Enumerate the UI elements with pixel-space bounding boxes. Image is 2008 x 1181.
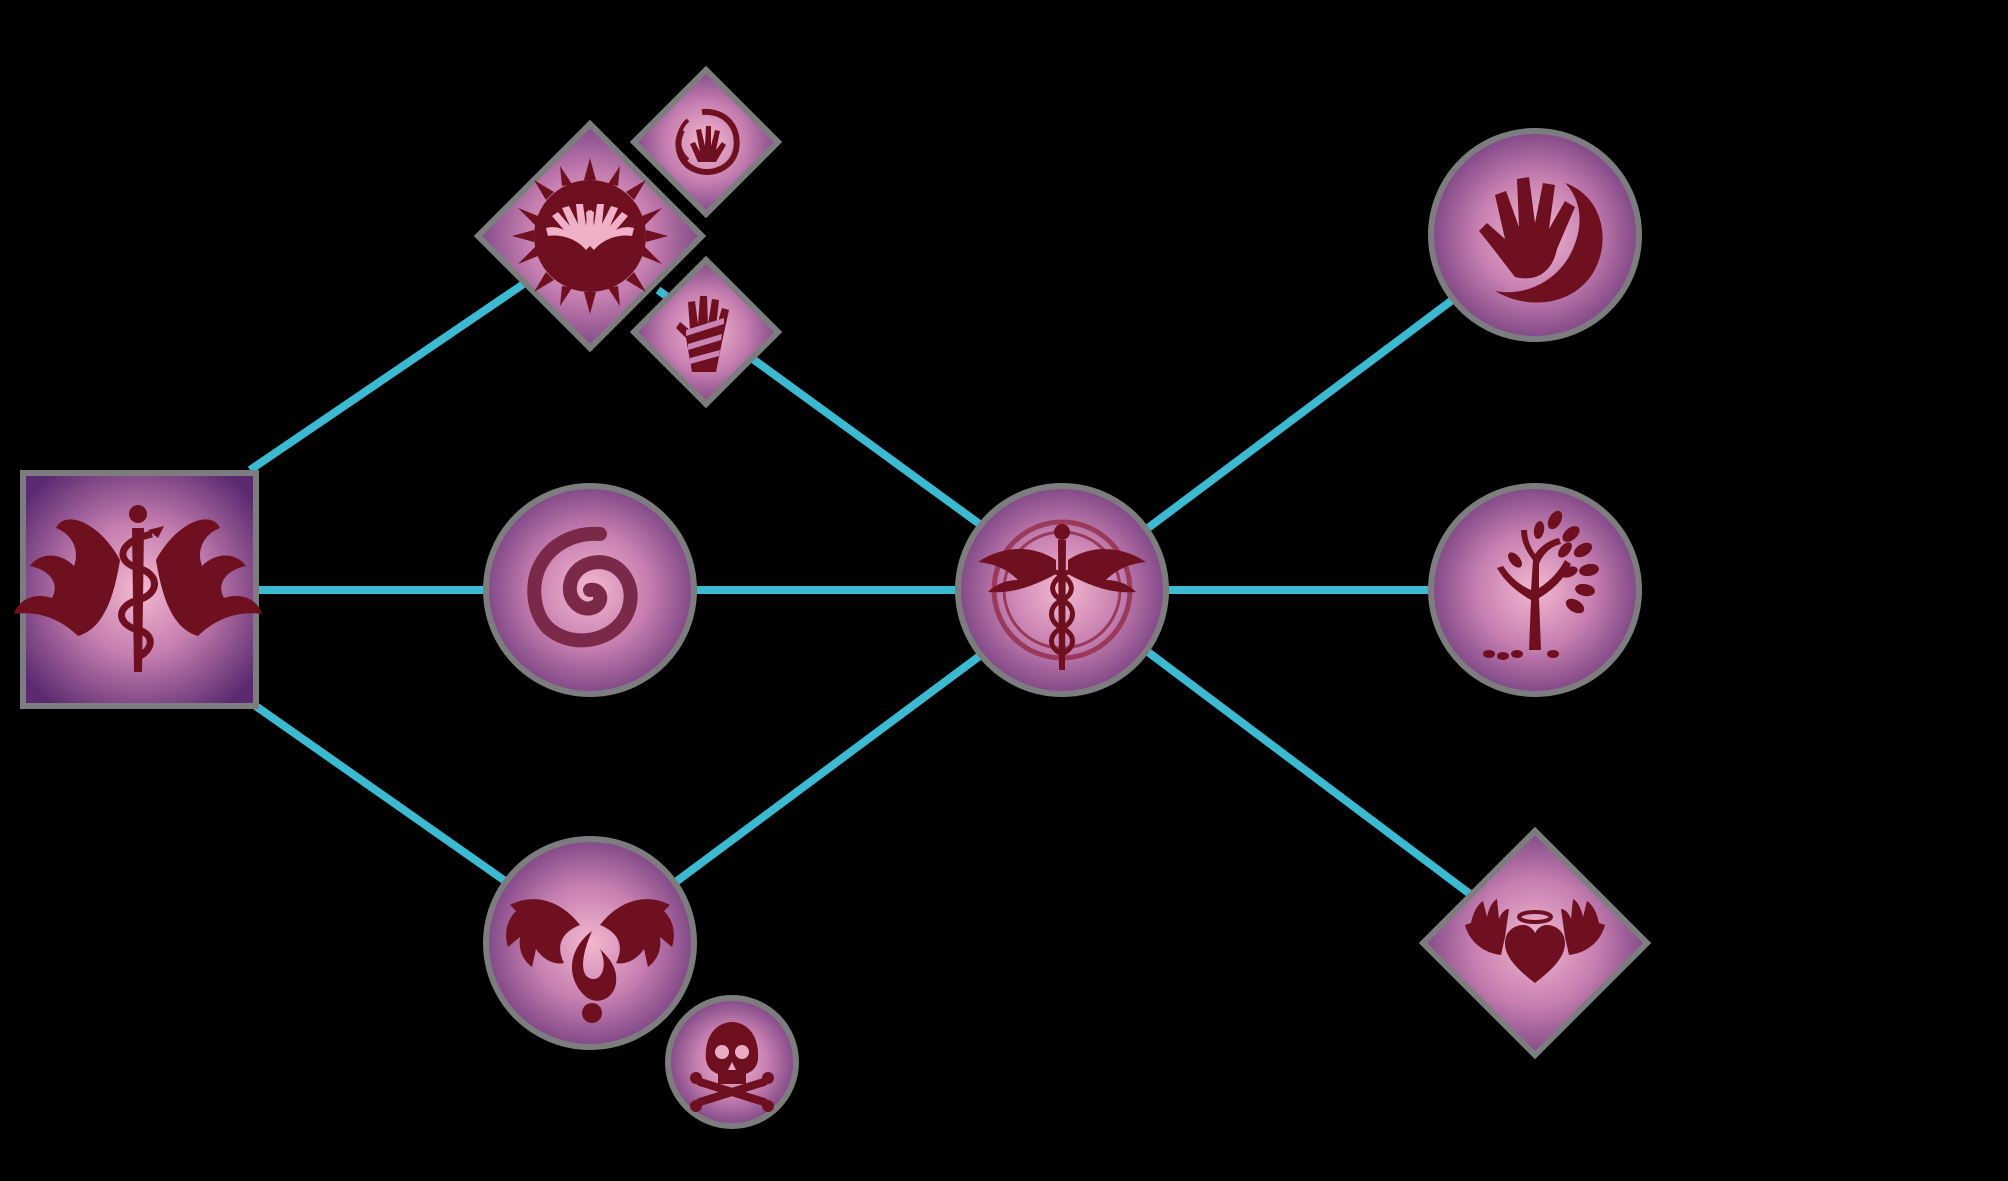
skill-node-hub[interactable] (955, 483, 1169, 697)
winged-heart-halo-icon (1465, 899, 1605, 983)
spiral-icon (527, 526, 638, 648)
skill-node-upper-branch[interactable] (473, 119, 707, 353)
radiant-hands-icon (512, 158, 668, 314)
claws-flame-icon (506, 899, 674, 1023)
skull-crossbones-icon (690, 1022, 774, 1112)
skill-node-mid-right[interactable] (1428, 483, 1642, 697)
skill-node-root[interactable] (14, 470, 262, 709)
connector-lower-hub (670, 648, 988, 888)
bandaged-hand-icon (676, 296, 729, 372)
hand-crescent-icon (1479, 177, 1603, 303)
hand-swirl-icon (675, 108, 740, 175)
connector-root-lower (247, 698, 511, 887)
skill-node-top-right[interactable] (1428, 128, 1642, 342)
caduceus-icon (978, 519, 1146, 670)
skill-node-lower-branch[interactable] (483, 836, 697, 1050)
connector-hub-bottom-right (1145, 648, 1473, 898)
node-frame (483, 836, 697, 1050)
rod-of-asclepius-wings-icon (14, 505, 262, 672)
skill-node-middle-branch[interactable] (483, 483, 697, 697)
connectors (247, 279, 1473, 898)
skill-node-upper-mod-a[interactable] (629, 65, 783, 219)
tree-icon (1483, 510, 1599, 660)
skill-node-upper-mod-b[interactable] (629, 255, 783, 409)
skill-node-lower-mod[interactable] (665, 995, 799, 1129)
skill-node-bottom-right[interactable] (1418, 826, 1652, 1060)
connector-root-upper (247, 279, 528, 474)
connector-hub-top-right (1145, 294, 1458, 532)
